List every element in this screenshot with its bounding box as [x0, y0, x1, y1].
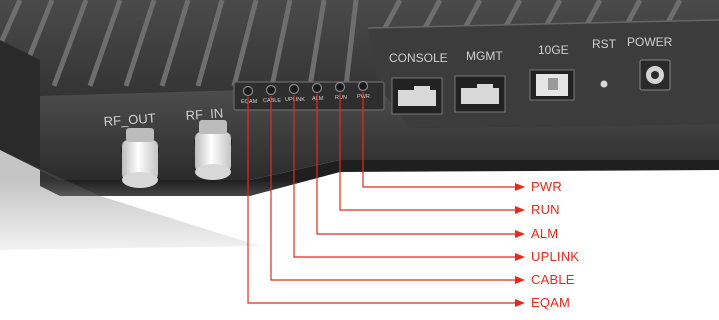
callout-label-alm: ALM: [531, 226, 559, 241]
arrowhead-run: [515, 206, 525, 214]
led-label-alm: ALM: [312, 96, 324, 102]
led-label-run: RUN: [335, 95, 347, 101]
led-label-cable: CABLE: [263, 98, 281, 104]
power-label: POWER: [627, 35, 673, 49]
rst-label: RST: [592, 37, 617, 51]
callout-label-uplink: UPLINK: [531, 249, 580, 264]
led-pwr: [357, 80, 369, 92]
led-uplink: [288, 83, 300, 95]
callout-line-run: [339, 93, 517, 211]
mgmt-label: MGMT: [466, 49, 503, 63]
console-port: [391, 77, 443, 115]
led-indicators: [242, 80, 369, 97]
led-eqam: [242, 85, 254, 97]
callout-label-cable: CABLE: [531, 272, 575, 287]
led-label-uplink: UPLINK: [285, 97, 305, 103]
chassis-left-edge: [0, 40, 40, 170]
callout-line-cable: [270, 96, 517, 281]
ten-ge-label: 10GE: [538, 43, 569, 57]
arrowhead-alm: [515, 230, 525, 238]
callout-label-eqam: EQAM: [531, 295, 571, 310]
callout-line-eqam: [247, 97, 517, 304]
callout-lines: [247, 92, 517, 304]
callout-line-pwr: [362, 92, 517, 188]
reset-hole: [600, 80, 608, 88]
arrowhead-cable: [515, 276, 525, 284]
callout-line-alm: [316, 94, 517, 235]
console-label: CONSOLE: [389, 51, 448, 65]
rf-out-connector: [121, 128, 159, 188]
callout-label-pwr: PWR: [531, 179, 562, 194]
heatsink-fins-left: [0, 0, 359, 87]
rf-in-connector: [194, 120, 232, 180]
led-cable: [265, 84, 277, 96]
arrowhead-uplink: [515, 253, 525, 261]
callout-line-uplink: [293, 95, 517, 258]
led-label-eqam: EQAM: [241, 99, 258, 105]
led-alm: [311, 82, 323, 94]
callout-arrowheads: [515, 183, 525, 307]
mgmt-port: [454, 75, 506, 113]
ten-ge-port: [529, 69, 575, 101]
arrowhead-pwr: [515, 183, 525, 191]
rf-out-label: RF_OUT: [103, 110, 156, 129]
rf-in-label: RF_IN: [185, 105, 224, 123]
power-jack: [639, 59, 671, 91]
arrowhead-eqam: [515, 299, 525, 307]
led-run: [334, 81, 346, 93]
callout-label-run: RUN: [531, 202, 560, 217]
